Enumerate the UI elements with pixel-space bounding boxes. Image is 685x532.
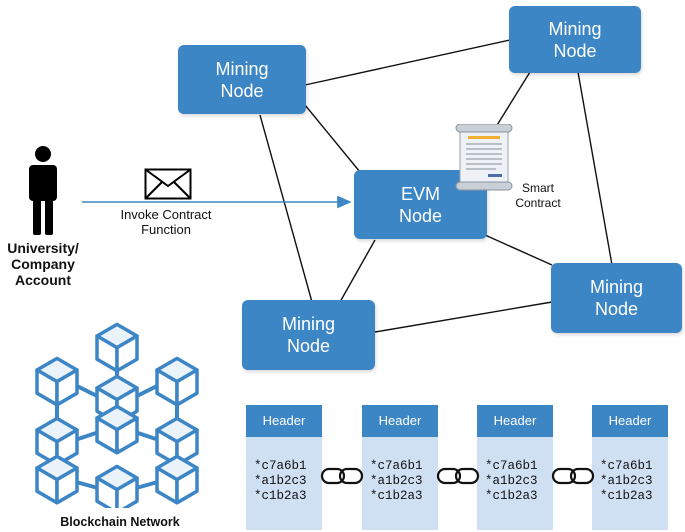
block-header: Header [592, 405, 668, 437]
cube [35, 454, 79, 505]
block-4: Header *c7a6b1*a1b2c3*c1b2a3 [592, 405, 668, 530]
account-label: University/ Company Account [7, 240, 79, 288]
scroll-contract-icon [455, 124, 513, 191]
block-header: Header [362, 405, 438, 437]
envelope-icon [144, 168, 192, 200]
chain-link-icon [436, 467, 480, 485]
cube [95, 404, 139, 455]
block-hashes: *c7a6b1*a1b2c3*c1b2a3 [485, 459, 538, 503]
block-header: Header [246, 405, 322, 437]
cube [95, 322, 139, 373]
cube [155, 356, 199, 407]
invoke-label: Invoke Contract Function [120, 207, 212, 237]
cube [95, 464, 139, 508]
block-1: Header *c7a6b1*a1b2c3*c1b2a3 [246, 405, 322, 530]
cube [155, 454, 199, 505]
block-hashes: *c7a6b1*a1b2c3*c1b2a3 [600, 459, 653, 503]
block-2: Header *c7a6b1*a1b2c3*c1b2a3 [362, 405, 438, 530]
block-hashes: *c7a6b1*a1b2c3*c1b2a3 [254, 459, 307, 503]
smart-contract-label: Smart Contract [515, 181, 561, 210]
chain-link-icon [551, 467, 595, 485]
cube [35, 356, 79, 407]
block-header: Header [477, 405, 553, 437]
block-3: Header *c7a6b1*a1b2c3*c1b2a3 [477, 405, 553, 530]
chain-link-icon [320, 467, 364, 485]
person-icon [29, 146, 57, 235]
block-hashes: *c7a6b1*a1b2c3*c1b2a3 [370, 459, 423, 503]
blockchain-network-label: Blockchain Network [60, 515, 180, 529]
cube [155, 416, 199, 467]
blockchain-cubes-icon [35, 322, 199, 508]
